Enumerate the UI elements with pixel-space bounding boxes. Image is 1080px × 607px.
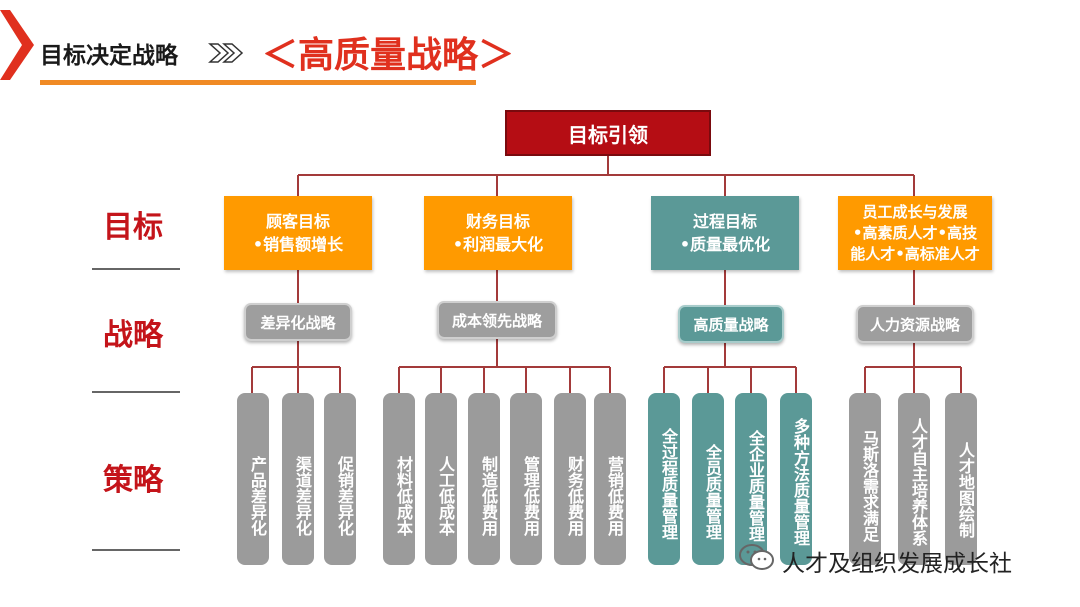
- watermark-text: 人才及组织发展成长社: [782, 551, 1012, 577]
- corner-chevron-icon: [0, 10, 34, 80]
- goal-title: 员工成长与发展: [862, 202, 968, 221]
- page-subtitle: ＜高质量战略＞: [262, 35, 515, 76]
- goal-title: 过程目标: [692, 212, 757, 231]
- strategy-high-quality: 高质量战略: [678, 305, 784, 343]
- row-label-goals: 目标: [103, 210, 163, 245]
- row-divider: [92, 268, 180, 270]
- tactic-enterprise-quality: 全企业质量管理: [735, 393, 767, 565]
- tactic-marketing-cost: 营销低费用: [594, 393, 626, 565]
- page-title: 目标决定战略: [40, 43, 178, 69]
- tactic-manufacturing-cost: 制造低费用: [468, 393, 500, 565]
- goal-box-process: 过程目标 •质量最优化: [651, 196, 799, 270]
- strategy-cost-leadership: 成本领先战略: [437, 301, 557, 339]
- goal-detail: •高素质人才•高技: [852, 223, 978, 242]
- tactic-all-staff-quality: 全员质量管理: [692, 393, 724, 565]
- strategy-human-resources: 人力资源战略: [856, 305, 974, 343]
- tactic-talent-map: 人才地图绘制: [945, 393, 977, 565]
- goal-detail: •质量最优化: [679, 235, 771, 254]
- tactic-finance-cost: 财务低费用: [554, 393, 586, 565]
- tactic-channel-diff: 渠道差异化: [282, 393, 314, 565]
- strategy-differentiation: 差异化战略: [244, 303, 352, 341]
- goal-box-finance: 财务目标 •利润最大化: [424, 196, 572, 270]
- goal-detail: •利润最大化: [452, 235, 544, 254]
- tactic-product-diff: 产品差异化: [237, 393, 269, 565]
- goal-detail: •销售额增长: [252, 235, 344, 254]
- goal-box-customer: 顾客目标 •销售额增长: [224, 196, 372, 270]
- row-label-tactics: 策略: [103, 463, 163, 498]
- tactic-management-cost: 管理低费用: [510, 393, 542, 565]
- tactic-maslow-needs: 马斯洛需求满足: [849, 393, 881, 565]
- row-divider: [92, 391, 180, 393]
- goal-detail: 能人才•高标准人才: [850, 244, 980, 263]
- row-divider: [92, 549, 180, 551]
- tactic-labor-cost: 人工低成本: [425, 393, 457, 565]
- goal-title: 顾客目标: [265, 212, 330, 231]
- row-label-strategy: 战略: [103, 318, 163, 353]
- tactic-promo-diff: 促销差异化: [324, 393, 356, 565]
- goal-box-employee: 员工成长与发展 •高素质人才•高技 能人才•高标准人才: [838, 196, 992, 270]
- double-chevron-icon: [208, 43, 244, 63]
- tactic-total-process-quality: 全过程质量管理: [648, 393, 680, 565]
- title-underline: [40, 80, 476, 85]
- tactic-multi-method-quality: 多种方法质量管理: [780, 393, 812, 565]
- tactic-material-cost: 材料低成本: [383, 393, 415, 565]
- goal-title: 财务目标: [465, 212, 530, 231]
- tactic-talent-training: 人才自主培养体系: [898, 393, 930, 565]
- top-goal-box: 目标引领: [505, 110, 711, 156]
- wechat-icon: [739, 544, 774, 570]
- top-goal-label: 目标引领: [568, 122, 648, 147]
